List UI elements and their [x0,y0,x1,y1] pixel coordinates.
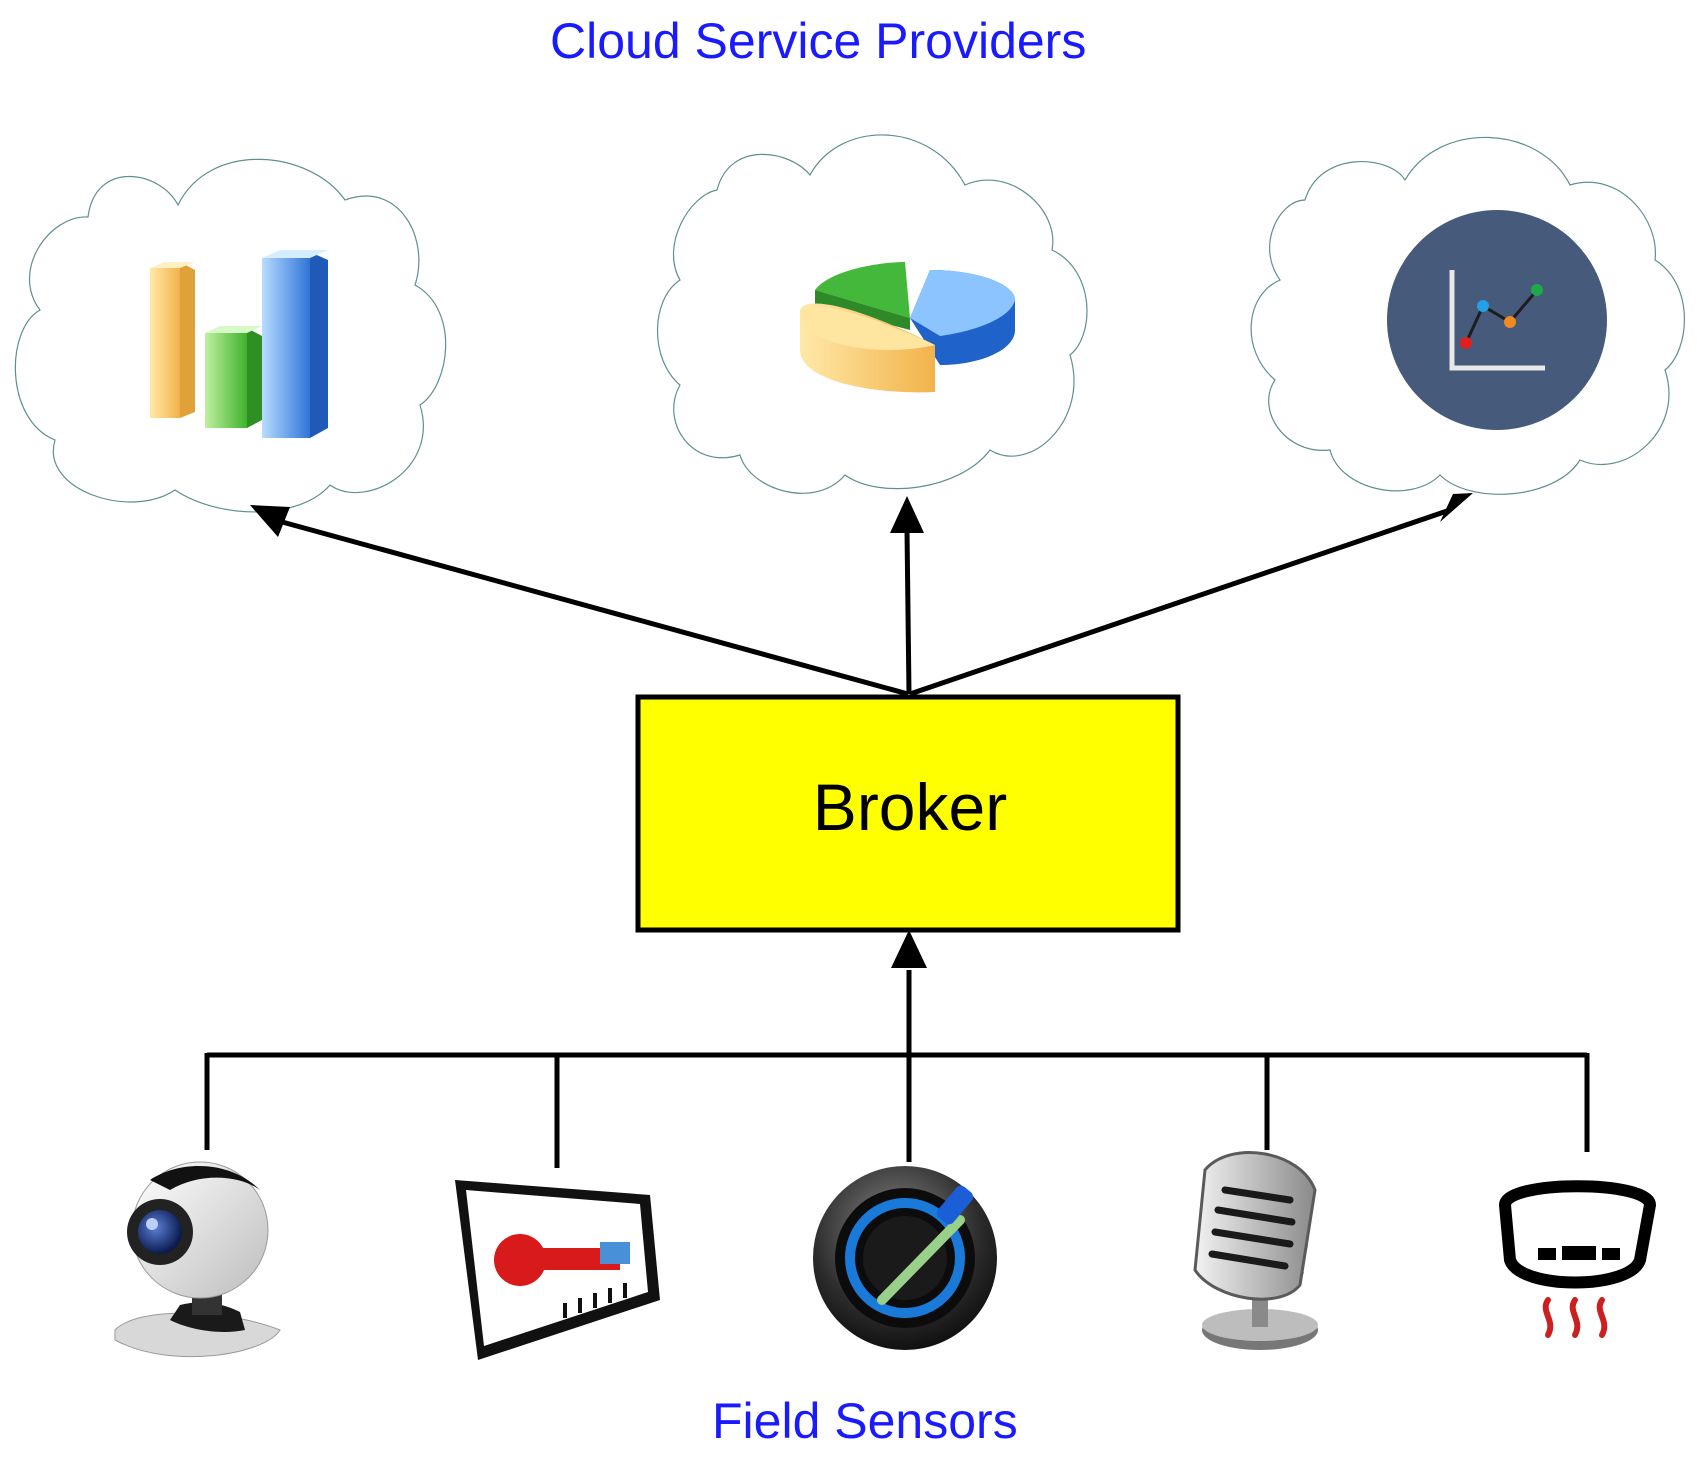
bar-chart-icon [150,250,328,438]
arrow-to-left-cloud [274,517,909,697]
arrowhead-right [1440,493,1473,522]
pie-chart-icon [800,262,1015,393]
line-chart-icon [1387,210,1607,430]
cloud-providers-title: Cloud Service Providers [550,13,1087,69]
arrow-to-center-cloud [904,529,912,695]
thermometer-icon [455,1180,660,1360]
arrow-to-right-cloud [909,507,1451,697]
color-picker-icon [813,1166,997,1350]
broker-to-cloud-arrows [274,507,1451,697]
arrowhead-left [250,505,290,537]
field-sensors-title: Field Sensors [712,1393,1018,1449]
broker-box [635,694,1181,933]
arrowhead-broker [891,930,927,968]
sensor-bus [204,970,1590,1168]
broker-label: Broker [813,770,1007,844]
microphone-icon [1193,1151,1318,1350]
webcam-icon [114,1161,281,1358]
heat-sensor-icon [1498,1180,1657,1338]
arrowhead-center [890,496,924,533]
